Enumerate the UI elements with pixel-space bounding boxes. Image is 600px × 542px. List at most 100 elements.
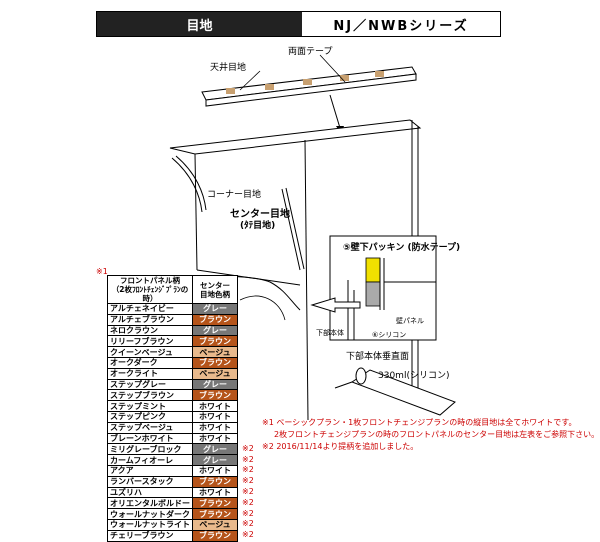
label-packing: ⑤壁下パッキン (防水テープ) — [343, 243, 461, 253]
label-silicone-tube: 330ml(シリコン) — [378, 371, 450, 381]
joint-color: ホワイト — [192, 421, 238, 434]
panel-name: ウォールナットライト — [107, 518, 193, 531]
table-row: リリーフブラウンブラウン — [107, 335, 238, 348]
table-row: ミリグレーブロックグレー — [107, 443, 238, 456]
panel-name: オリエンタルボルドー — [107, 497, 193, 510]
panel-name: アクア — [107, 464, 193, 477]
table-row: ネロクラウングレー — [107, 324, 238, 337]
silicone-tube — [334, 367, 456, 416]
joint-color: ブラウン — [192, 508, 238, 520]
label-double-tape: 両面テープ — [288, 47, 333, 57]
header-front-panel-title: フロントパネル柄 — [120, 276, 180, 285]
table-row: ステップブラウンブラウン — [107, 389, 238, 402]
table-row: アルチェネイビーグレー — [107, 303, 238, 315]
table-row: アルチェブラウンブラウン — [107, 313, 238, 326]
joint-color: ホワイト — [192, 486, 238, 499]
header-front-panel: フロントパネル柄 （2枚ﾌﾛﾝﾄﾁｪﾝｼﾞﾌﾟﾗﾝの時） — [107, 275, 193, 304]
table-row: ステップミントホワイト — [107, 400, 238, 412]
header-center-joint-title: センター — [200, 280, 230, 290]
joint-color: ブラウン — [192, 475, 238, 488]
installation-drawing — [169, 54, 456, 421]
label-bottom-body: 下部本体 — [316, 329, 344, 337]
table-row: ステップグレーグレー — [107, 378, 238, 391]
row-note: ※2 — [242, 508, 254, 518]
table-row: クイーンベージュベージュ — [107, 346, 238, 358]
panel-name: ブレーンホワイト — [107, 432, 193, 445]
row-note: ※2 — [242, 497, 254, 507]
label-bottom-section: 下部本体垂直面 — [346, 352, 410, 362]
table-row: ウォールナットダークブラウン — [107, 508, 238, 520]
panel-color-table: フロントパネル柄 （2枚ﾌﾛﾝﾄﾁｪﾝｼﾞﾌﾟﾗﾝの時） センター 目地色柄 ア… — [107, 275, 238, 542]
label-silicone-marker: ⑥シリコン — [372, 331, 407, 339]
joint-color: ブラウン — [192, 313, 238, 326]
joint-color: ホワイト — [192, 410, 238, 423]
table-row: チェリーブラウンブラウン — [107, 529, 238, 542]
joint-color: ホワイト — [192, 464, 238, 477]
joint-color: グレー — [192, 454, 238, 466]
joint-color: ブラウン — [192, 529, 238, 542]
panel-name: オークライト — [107, 367, 193, 380]
header-front-panel-sub: （2枚ﾌﾛﾝﾄﾁｪﾝｼﾞﾌﾟﾗﾝの時） — [111, 285, 189, 303]
row-note: ※2 — [242, 443, 254, 453]
header-center-joint: センター 目地色柄 — [192, 275, 238, 304]
label-corner-joint: コーナー目地 — [207, 190, 262, 200]
label-ceiling-joint: 天井目地 — [210, 63, 247, 73]
table-row: カームフィオーレグレー — [107, 454, 238, 466]
note-1: ※1 ベーシックプラン・1枚フロントチェンジプランの時の縦目地は全てホワイトです… — [262, 418, 577, 427]
panel-name: ネロクラウン — [107, 324, 193, 337]
row-note: ※2 — [242, 519, 254, 529]
label-center-joint-sub: (ﾀﾃ目地) — [240, 221, 276, 231]
table-row: オークダークブラウン — [107, 356, 238, 369]
panel-name: ステップピンク — [107, 410, 193, 423]
joint-color: ホワイト — [192, 432, 238, 445]
panel-name: クイーンベージュ — [107, 346, 193, 358]
joint-color: グレー — [192, 324, 238, 337]
joint-color: ベージュ — [192, 518, 238, 531]
table-row: ブレーンホワイトホワイト — [107, 432, 238, 445]
row-note: ※2 — [242, 454, 254, 464]
row-note: ※2 — [242, 530, 254, 540]
table-row: オークライトベージュ — [107, 367, 238, 380]
table-mark: ※1 — [96, 267, 108, 276]
panel-name: ユズリハ — [107, 486, 193, 499]
table-row: ステップベージュホワイト — [107, 421, 238, 434]
panel-name: カームフィオーレ — [107, 454, 193, 466]
joint-color: グレー — [192, 303, 238, 315]
header-series: NJ／NWBシリーズ — [302, 12, 500, 36]
panel-name: ステップグレー — [107, 378, 193, 391]
joint-color: グレー — [192, 378, 238, 391]
row-note: ※2 — [242, 487, 254, 497]
joint-color: ベージュ — [192, 346, 238, 358]
table-row: オリエンタルボルドーブラウン — [107, 497, 238, 510]
panel-name: ステップベージュ — [107, 421, 193, 434]
panel-name: ウォールナットダーク — [107, 508, 193, 520]
panel-name: ミリグレーブロック — [107, 443, 193, 456]
detail-section — [329, 235, 437, 341]
joint-color: ブラウン — [192, 389, 238, 402]
joint-color: ブラウン — [192, 497, 238, 510]
joint-color: ベージュ — [192, 367, 238, 380]
joint-color: ブラウン — [192, 335, 238, 348]
panel-name: オークダーク — [107, 356, 193, 369]
panel-name: チェリーブラウン — [107, 529, 193, 542]
joint-color: ブラウン — [192, 356, 238, 369]
ceiling-joint-strip — [201, 66, 417, 107]
header-bar: 目地 NJ／NWBシリーズ — [96, 11, 501, 37]
label-wall-panel: 壁パネル — [396, 317, 424, 325]
joint-color: ホワイト — [192, 400, 238, 412]
note-2: ※2 2016/11/14より提柄を追加しました。 — [262, 442, 419, 451]
panel-name: リリーフブラウン — [107, 335, 193, 348]
row-note: ※2 — [242, 465, 254, 475]
panel-name: ランバースタック — [107, 475, 193, 488]
panel-name: ステップブラウン — [107, 389, 193, 402]
header-center-joint-sub: 目地色柄 — [200, 289, 230, 299]
table-header-row: フロントパネル柄 （2枚ﾌﾛﾝﾄﾁｪﾝｼﾞﾌﾟﾗﾝの時） センター 目地色柄 — [107, 275, 238, 304]
table-row: ユズリハホワイト — [107, 486, 238, 499]
panel-name: ステップミント — [107, 400, 193, 412]
table-row: ランバースタックブラウン — [107, 475, 238, 488]
table-row: ステップピンクホワイト — [107, 410, 238, 423]
note-1b: 2枚フロントチェンジプランの時のフロントパネルのセンター目地は左表をご参照下さい… — [274, 430, 600, 439]
panel-name: アルチェネイビー — [107, 303, 193, 315]
header-title: 目地 — [97, 12, 302, 36]
row-note: ※2 — [242, 476, 254, 486]
